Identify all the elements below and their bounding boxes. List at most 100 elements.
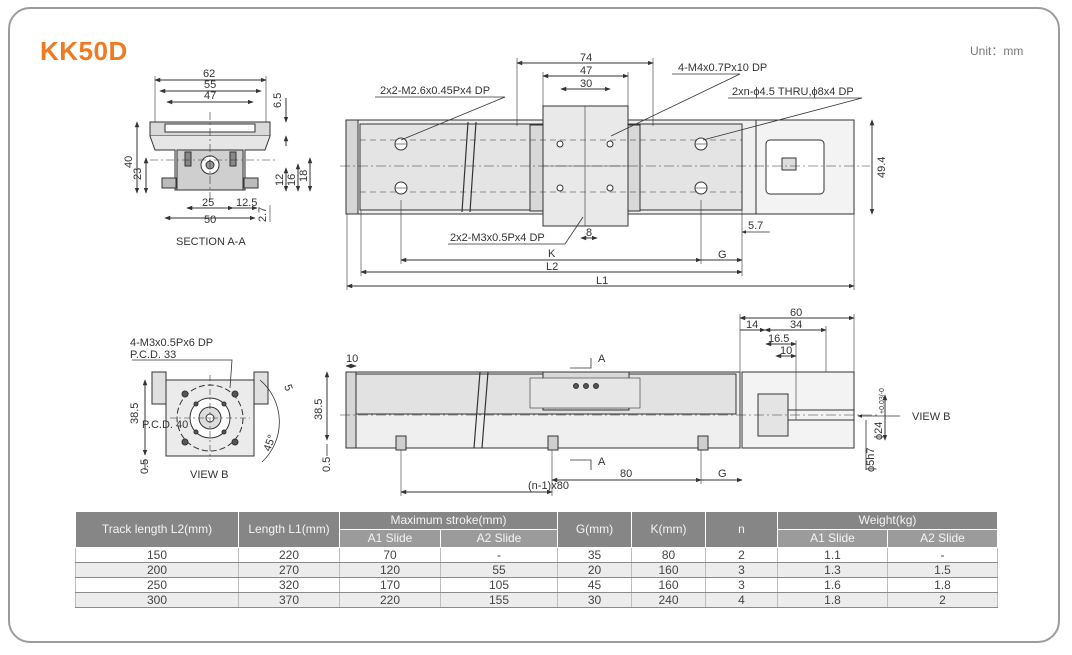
dim-10-side: 10 [346, 353, 358, 365]
dim-47-top: 47 [580, 65, 592, 77]
header-g: G(mm) [557, 511, 632, 548]
dim-47: 47 [204, 90, 216, 102]
pcd-33: P.C.D. 33 [130, 349, 176, 361]
dim-40: 40 [123, 156, 135, 168]
table-cell: 150 [75, 547, 239, 563]
dim-50: 50 [204, 214, 216, 226]
technical-drawing: 62 55 47 6.5 40 23 12 16 18 25 12.5 50 2… [123, 52, 951, 496]
dim-16: 16 [286, 174, 298, 186]
table-cell: 80 [631, 547, 706, 563]
table-cell: 220 [339, 592, 441, 608]
table-cell: 30 [557, 592, 632, 608]
table-cell: 1.8 [777, 592, 888, 608]
header-weight: Weight(kg) [776, 511, 999, 530]
unit-label: Unit：mm [970, 44, 1024, 58]
table-cell: 3 [705, 577, 778, 593]
table-cell: 55 [440, 562, 558, 578]
note-m3-top: 2x2-M3x0.5Px4 DP [450, 232, 545, 244]
table-cell: 120 [339, 562, 441, 578]
table-cell: 1.5 [886, 562, 999, 578]
header-max-stroke: Maximum stroke(mm) [339, 511, 558, 530]
dim-0-5-viewb: 0.5 [139, 459, 151, 474]
top-view [340, 58, 875, 290]
view-b-caption: VIEW B [190, 469, 229, 481]
view-b-labels: 4-M3x0.5Px6 DP P.C.D. 33 P.C.D. 40 38.5 … [129, 337, 295, 481]
table-cell: 1.3 [777, 562, 888, 578]
table-cell: 170 [339, 577, 441, 593]
dim-L2: L2 [546, 261, 558, 273]
dim-L1: L1 [596, 275, 608, 287]
model-title: KK50D [40, 36, 128, 66]
top-view-labels: 74 47 30 4-M4x0.7Px10 DP 2x2-M2.6x0.45Px… [380, 52, 888, 287]
table-cell: 320 [238, 577, 340, 593]
dim-G-top: G [718, 249, 727, 261]
dim-K: K [548, 248, 556, 260]
note-m3-viewb: 4-M3x0.5Px6 DP [130, 337, 213, 349]
dim-16-5: 16.5 [768, 333, 789, 345]
dim-62: 62 [203, 68, 215, 80]
table-cell: - [440, 547, 558, 563]
header-weight-a2: A2 Slide [886, 529, 999, 548]
header-track-length: Track length L2(mm) [75, 511, 239, 548]
dim-12: 12 [274, 174, 286, 186]
dim-80: 80 [620, 468, 632, 480]
table-cell: 105 [440, 577, 558, 593]
section-aa-view [134, 76, 313, 222]
dim-25: 25 [202, 197, 214, 209]
table-cell: 160 [631, 562, 706, 578]
dim-49-4: 49.4 [876, 157, 888, 178]
table-cell: 370 [238, 592, 340, 608]
table-cell: 1.1 [777, 547, 888, 563]
side-view-labels: 10 38.5 0.5 60 14 34 16.5 10 A A 80 G (n… [313, 307, 951, 492]
note-holes: 2xn-ϕ4.5 THRU,ϕ8x4 DP [732, 86, 854, 98]
dim-6-5: 6.5 [272, 93, 284, 108]
dim-8: 8 [586, 227, 592, 239]
dim-60: 60 [790, 307, 802, 319]
header-length: Length L1(mm) [238, 511, 340, 548]
table-cell: 300 [75, 592, 239, 608]
dim-n-80: (n-1)x80 [528, 480, 569, 492]
dim-2-7: 2.7 [257, 207, 269, 222]
header-stroke-a2: A2 Slide [440, 529, 558, 548]
dim-G-side: G [718, 468, 727, 480]
dim-38-5-side: 38.5 [313, 399, 325, 420]
table-cell: 4 [705, 592, 778, 608]
dim-14: 14 [746, 319, 758, 331]
table-cell: 220 [238, 547, 340, 563]
side-view [324, 314, 900, 496]
dim-34: 34 [790, 319, 802, 331]
dim-phi24-tolerance: +0.03/-0 [879, 388, 886, 414]
table-cell: 200 [75, 562, 239, 578]
dim-45-deg: 45° [262, 433, 279, 453]
table-cell: 160 [631, 577, 706, 593]
table-cell: 155 [440, 592, 558, 608]
table-cell: 45 [557, 577, 632, 593]
view-b [132, 359, 280, 470]
header-n: n [705, 511, 778, 548]
table-cell: 35 [557, 547, 632, 563]
dim-phi24: ϕ24 [873, 422, 885, 440]
dim-5-7: 5.7 [748, 220, 763, 232]
dim-10-motor: 10 [780, 345, 792, 357]
dim-18: 18 [298, 170, 310, 182]
header-weight-a1: A1 Slide [777, 529, 888, 548]
table-cell: 270 [238, 562, 340, 578]
note-m4: 4-M4x0.7Px10 DP [678, 62, 767, 74]
pcd-40: P.C.D. 40 [142, 419, 188, 431]
table-row: 200 270 120 55 20 160 3 1.3 1.5 [75, 562, 999, 578]
table-cell: 1.8 [886, 577, 999, 593]
section-aa-caption: SECTION A-A [176, 236, 246, 248]
dim-12-5: 12.5 [236, 197, 257, 209]
table-row: 300 370 220 155 30 240 4 1.8 2 [75, 592, 999, 608]
table-cell: 1.6 [777, 577, 888, 593]
header-stroke-a1: A1 Slide [339, 529, 441, 548]
dim-0-5-side: 0.5 [321, 457, 333, 472]
view-b-arrow-label: VIEW B [912, 411, 951, 423]
dim-74: 74 [580, 52, 592, 64]
table-row: 250 320 170 105 45 160 3 1.6 1.8 [75, 577, 999, 593]
section-aa-labels: 62 55 47 6.5 40 23 12 16 18 25 12.5 50 2… [123, 68, 310, 248]
dim-38-5-viewb: 38.5 [129, 403, 141, 424]
header-k: K(mm) [631, 511, 706, 548]
dim-30: 30 [580, 78, 592, 90]
note-m26: 2x2-M2.6x0.45Px4 DP [380, 85, 490, 97]
